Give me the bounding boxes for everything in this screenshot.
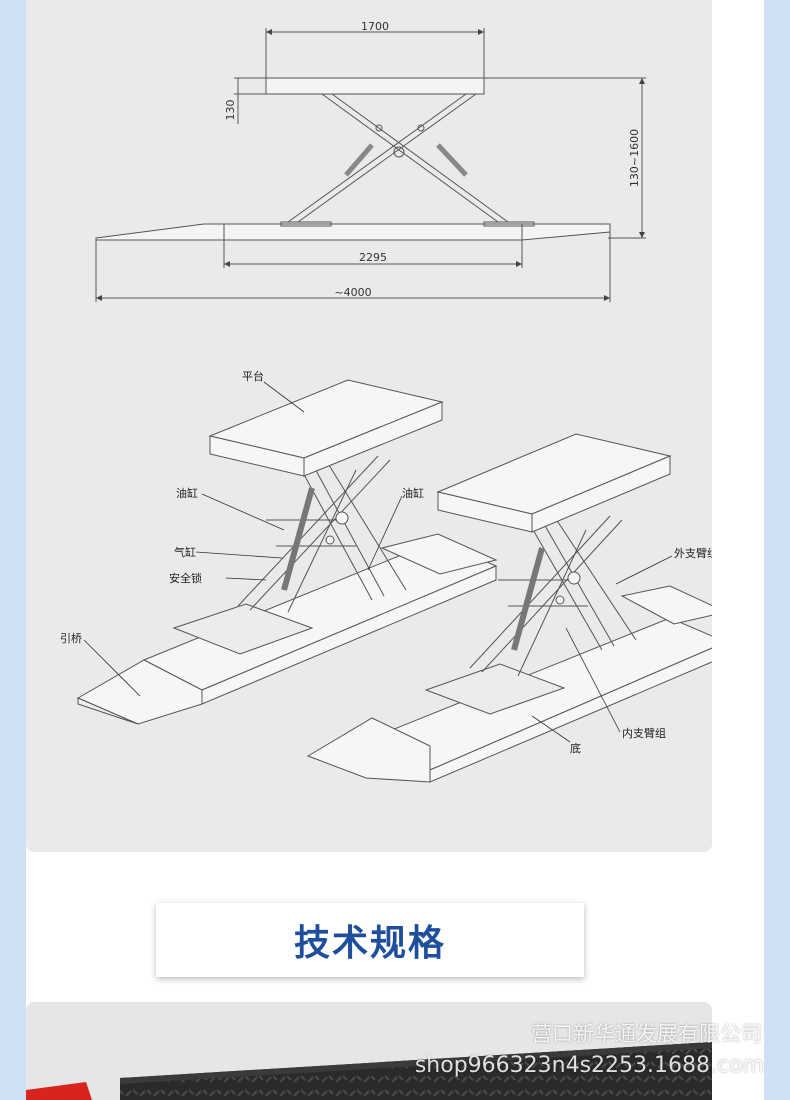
- label-safety-lock: 安全锁: [169, 571, 202, 585]
- watermark-shop-url: shop966323n4s2253.1688.com: [414, 1053, 764, 1078]
- product-photo-card: [26, 1002, 712, 1100]
- label-ramp: 引桥: [60, 631, 82, 645]
- label-oil-cylinder-left: 油缸: [176, 486, 198, 500]
- label-air-cylinder: 气缸: [174, 545, 196, 559]
- scissor-lift-drawing: 1700 130 130~1600 2295 ~4000: [60, 20, 712, 783]
- product-photo: [26, 1042, 712, 1100]
- dim-total-length: ~4000: [334, 286, 371, 299]
- dim-platform-thickness: 130: [224, 100, 237, 121]
- section-title-box: 技术规格: [156, 903, 584, 977]
- label-inner-arm: 内支臂组: [622, 726, 666, 740]
- dim-base-length: 2295: [359, 251, 387, 264]
- watermark-company: 营口新华通发展有限公司: [531, 1022, 762, 1046]
- technical-drawing-card: 1700 130 130~1600 2295 ~4000: [26, 0, 712, 852]
- label-platform: 平台: [242, 369, 264, 383]
- label-outer-arm: 外支臂组: [674, 546, 712, 560]
- section-title: 技术规格: [293, 923, 446, 964]
- dim-platform-width: 1700: [361, 20, 389, 33]
- label-oil-cylinder-mid: 油缸: [402, 486, 424, 500]
- dim-height-range: 130~1600: [628, 129, 641, 187]
- label-base: 底: [570, 741, 581, 755]
